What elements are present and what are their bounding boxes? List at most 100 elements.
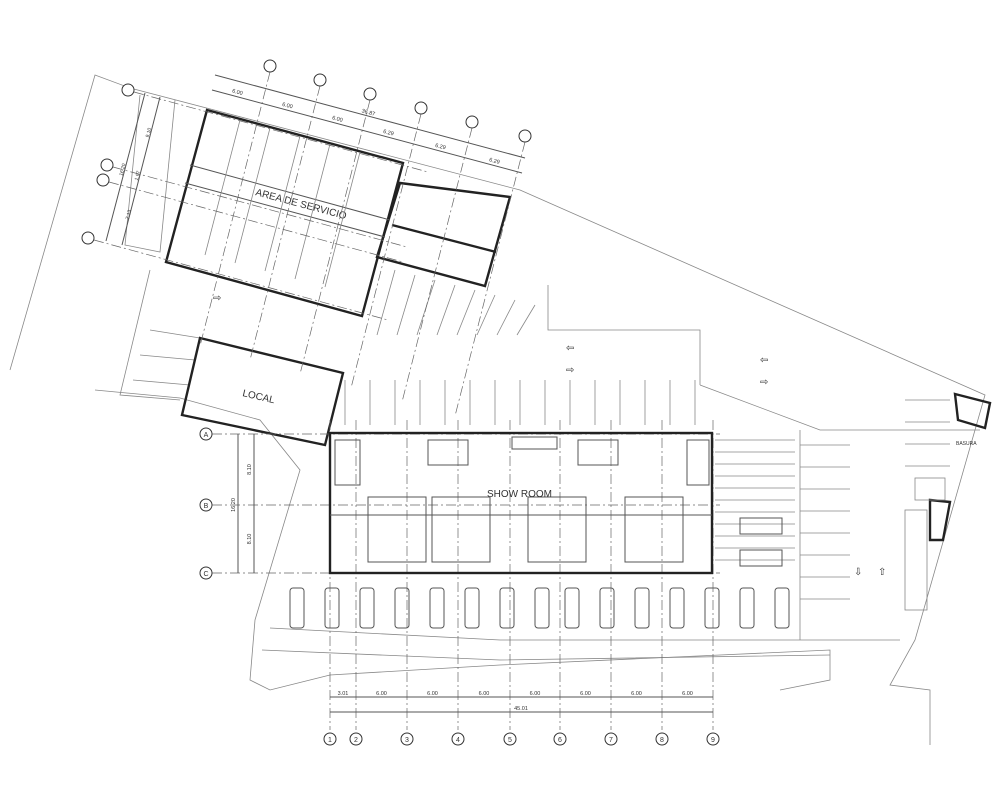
trash-room: BASURA <box>904 392 992 611</box>
dimension-label: 9.10 <box>145 127 153 138</box>
parking-line <box>376 269 396 336</box>
dimension-label: 6.00 <box>281 102 293 111</box>
dimension-total: 16.20 <box>119 163 128 177</box>
grid-bubble <box>199 566 213 580</box>
grid-bubble <box>81 231 95 245</box>
arrow-icon: ⇨ <box>760 377 768 388</box>
grid-bubble <box>199 427 213 441</box>
parking-stall <box>499 587 515 629</box>
dimension-label: 1.97 <box>134 170 142 181</box>
grid-bubble <box>655 732 669 746</box>
parking-stall <box>739 549 783 567</box>
grid-axis-line <box>454 141 526 417</box>
parking-line <box>436 284 456 336</box>
arrow-icon: ⇦ <box>760 355 768 366</box>
dimension-label: 3.01 <box>338 691 349 697</box>
grid-row-label: B <box>204 503 209 510</box>
grid-column-label: 4 <box>456 737 460 744</box>
parking-stall <box>534 587 550 629</box>
grid-bubble <box>706 732 720 746</box>
grid-bubble <box>100 158 114 172</box>
parking-stall <box>634 587 650 629</box>
local-label: LOCAL <box>241 388 276 406</box>
parking-line <box>496 299 516 336</box>
dimension-label: 6.00 <box>231 88 243 97</box>
grid-axis-line <box>112 166 408 248</box>
grid-bubble <box>349 732 363 746</box>
grid-axis-line <box>133 91 429 173</box>
grid-bubble <box>553 732 567 746</box>
showroom-label: SHOW ROOM <box>487 489 552 500</box>
dimension-label: 8.10 <box>247 464 253 475</box>
grid-column-label: 8 <box>660 737 664 744</box>
dimension-label: 6.29 <box>434 143 446 152</box>
grid-row-label: A <box>204 432 209 439</box>
parking-stall <box>394 587 410 629</box>
showroom-building: SHOW ROOM <box>328 431 714 575</box>
grid-bubble <box>363 87 377 101</box>
grid-column-label: 1 <box>328 737 332 744</box>
arrow-icon: ⇨ <box>566 365 574 376</box>
parking-line <box>204 119 241 256</box>
grid-column-label: 3 <box>405 737 409 744</box>
parking-line <box>456 289 476 336</box>
parking-line <box>396 274 416 336</box>
dimension-label: 6.00 <box>376 691 387 697</box>
dimension-label: 6.29 <box>382 129 394 138</box>
dimension-label: 6.29 <box>488 157 500 166</box>
parking-stall <box>464 587 480 629</box>
grid-axis-line <box>401 127 473 403</box>
parking-line <box>294 143 331 280</box>
service-building: AREA DE SERVICIO <box>119 94 512 401</box>
grid-bubble <box>323 732 337 746</box>
grid-bubble <box>518 129 532 143</box>
traffic-arrows: ⇨ ⇦ ⇨ ⇦ ⇨ ⇩ ⇧ <box>213 293 886 578</box>
parking-stall <box>704 587 720 629</box>
dimension-label: 6.00 <box>631 691 642 697</box>
dimension-label: 6.00 <box>427 691 438 697</box>
trash-label: BASURA <box>956 441 977 447</box>
dimension-total: 45.01 <box>514 706 528 712</box>
grid-axis-line <box>199 71 271 347</box>
grid-bubble <box>451 732 465 746</box>
parking-stalls <box>289 380 950 629</box>
grid-bubble <box>263 59 277 73</box>
arrow-icon: ⇨ <box>213 293 221 304</box>
grid-column-label: 7 <box>609 737 613 744</box>
site-boundary <box>9 74 986 745</box>
grid-column-label: 2 <box>354 737 358 744</box>
grid-bubble <box>465 115 479 129</box>
parking-stall <box>739 587 755 629</box>
dimension-line <box>211 89 523 174</box>
parking-line <box>234 127 271 264</box>
parking-stall <box>564 587 580 629</box>
grid-row-label: C <box>203 571 208 578</box>
dimension-line <box>105 92 146 242</box>
parking-line <box>476 294 496 336</box>
grid-bubble <box>414 101 428 115</box>
dimension-label: 7.13 <box>125 209 133 220</box>
dimension-label: 6.00 <box>331 115 343 124</box>
parking-line <box>516 304 536 336</box>
dimension-label: 6.00 <box>682 691 693 697</box>
dimension-label: 8.10 <box>247 534 253 545</box>
grid-bubble <box>313 73 327 87</box>
grid-axis-line <box>93 239 389 321</box>
arrow-down-icon: ⇩ <box>854 567 862 578</box>
parking-stall <box>739 517 783 535</box>
parking-stall <box>324 587 340 629</box>
dimension-total: 16.20 <box>231 498 237 512</box>
dimension-label: 6.00 <box>580 691 591 697</box>
grid-column-label: 6 <box>558 737 562 744</box>
grid-axis-line <box>249 85 321 361</box>
service-parking-stalls <box>204 119 536 336</box>
parking-stall <box>774 587 790 629</box>
dimension-total: 36.87 <box>361 108 376 117</box>
grid-bubble <box>503 732 517 746</box>
arrow-up-icon: ⇧ <box>878 567 886 578</box>
dimension-label: 6.00 <box>530 691 541 697</box>
dimension-lines: 3.01 6.00 6.00 6.00 6.00 6.00 6.00 6.00 45.01 8.1… <box>105 74 713 713</box>
dimension-line <box>121 96 161 246</box>
parking-line <box>264 135 301 272</box>
